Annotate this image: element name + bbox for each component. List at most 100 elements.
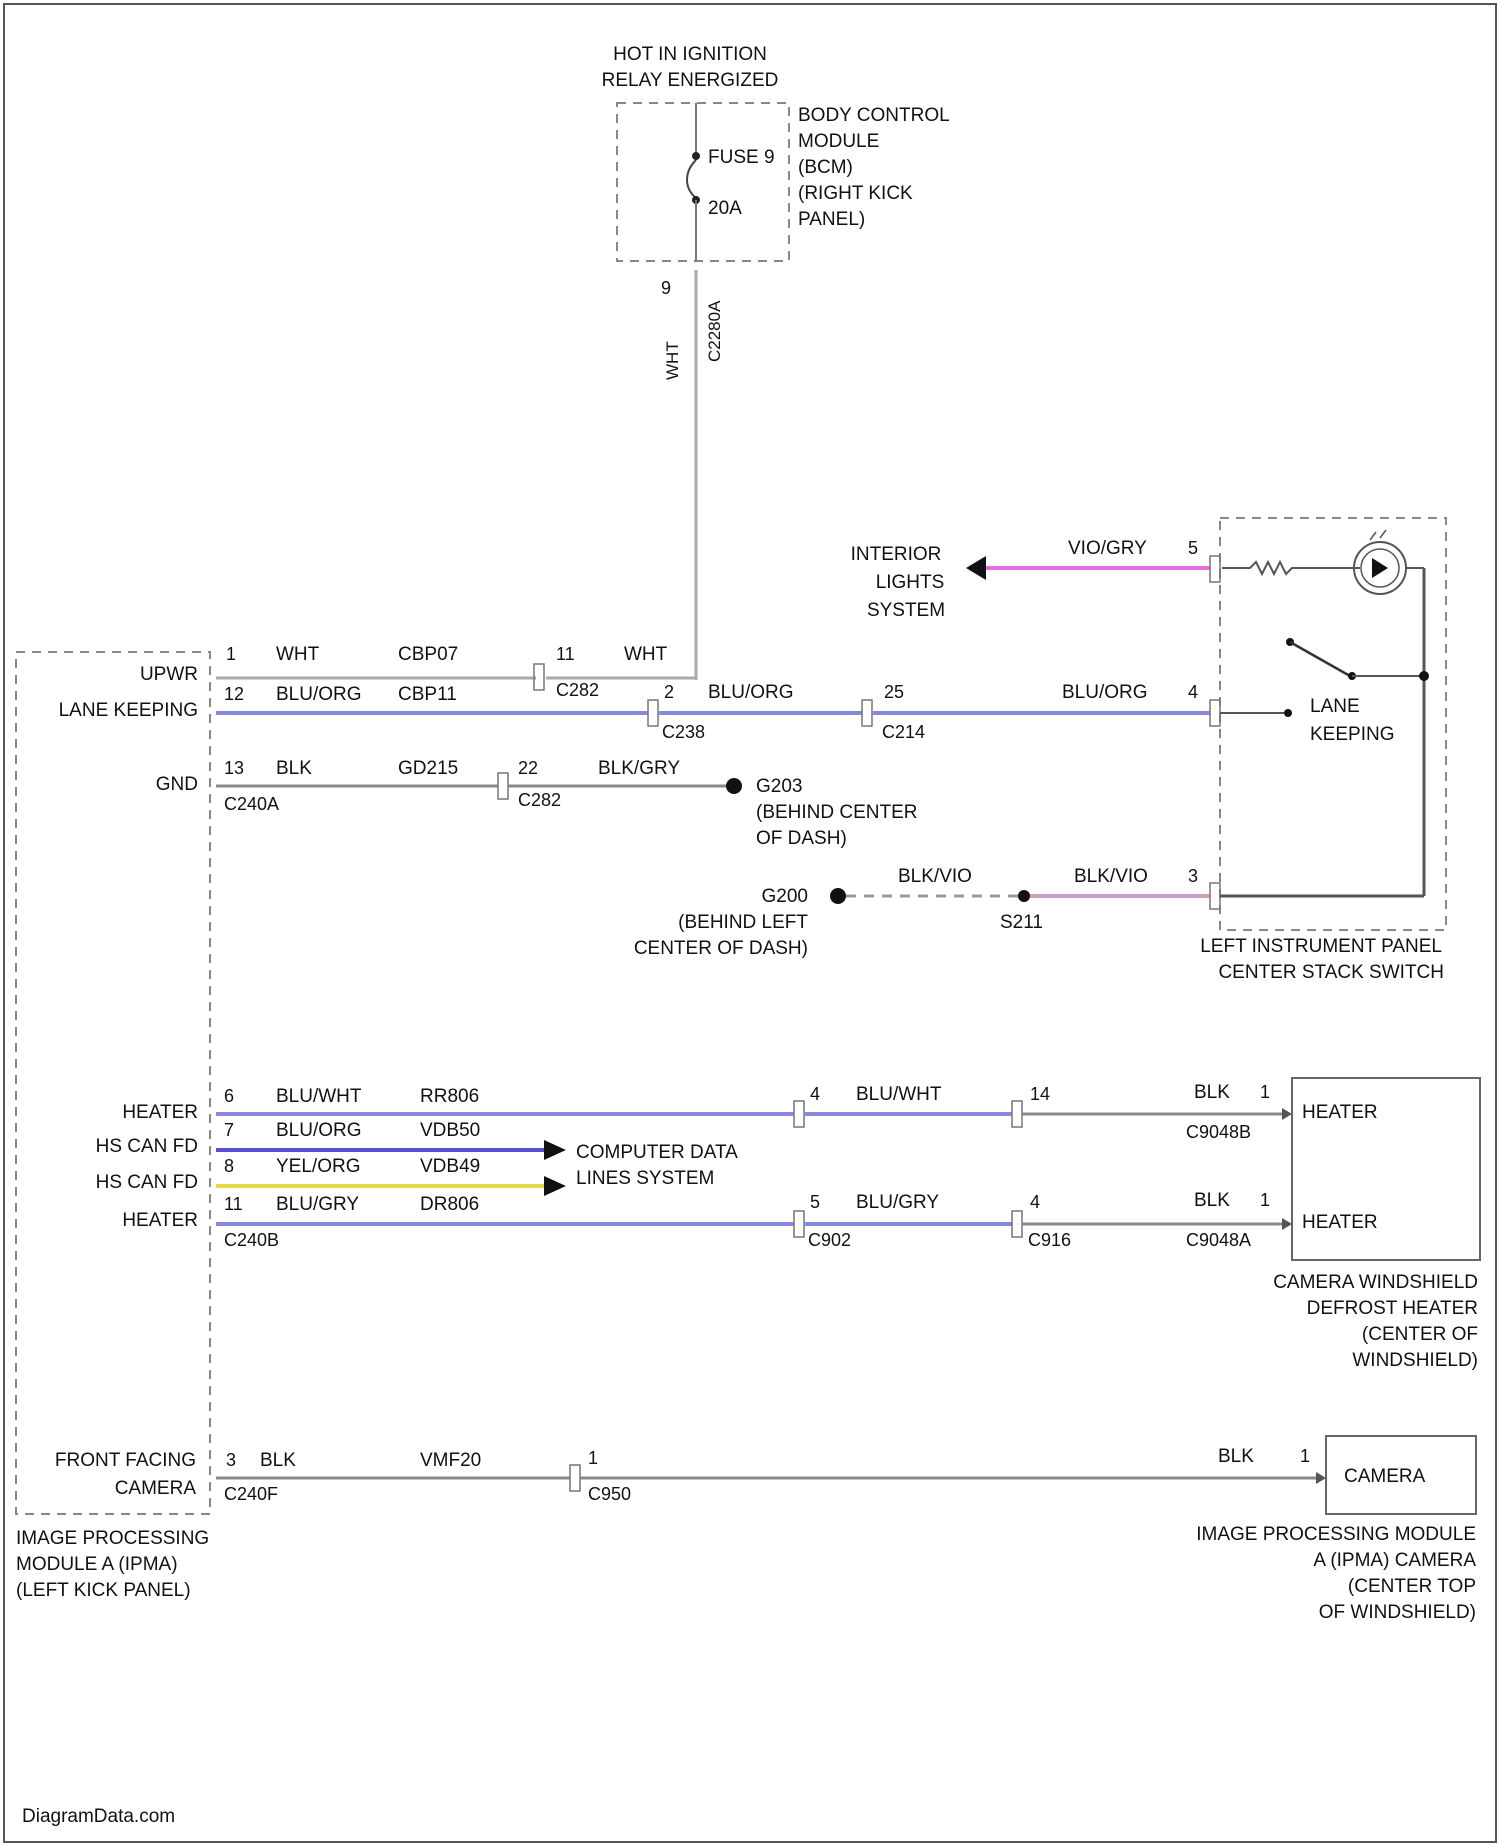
c214-pin: 25 <box>884 682 904 702</box>
ipma-pin-name-camera: FRONT FACING <box>55 1450 196 1471</box>
ipma-connector-camera: C240F <box>224 1484 278 1504</box>
interior-lights-section: INTERIOR LIGHTS SYSTEM VIO/GRY <box>851 538 1210 621</box>
interior-label-line3: SYSTEM <box>867 600 945 621</box>
g200-label-line2: (BEHIND LEFT <box>678 912 808 933</box>
c238-pin: 2 <box>664 682 674 702</box>
heater-can-rows: HEATER 6 BLU/WHT RR806 4 BLU/WHT 14 BLK … <box>96 1078 1480 1371</box>
camera-wire-color: BLK <box>1218 1446 1254 1467</box>
ipma-pin-name-can1: HS CAN FD <box>96 1136 198 1157</box>
switch-pin4: 4 <box>1188 682 1198 702</box>
c238-color: BLU/ORG <box>708 682 794 703</box>
g203-label-line2: (BEHIND CENTER <box>756 802 918 823</box>
c902-upper-color: BLU/WHT <box>856 1084 942 1105</box>
camera-row: FRONT FACING CAMERA 3 BLK VMF20 C240F 1 … <box>55 1436 1476 1623</box>
fuse-symbol <box>687 160 696 198</box>
heater-upper-pin: 1 <box>1260 1082 1270 1102</box>
ipma-wire-color-lane: BLU/ORG <box>276 684 362 705</box>
c238-connector: C238 <box>662 722 705 742</box>
switch-resistor <box>1222 562 1360 574</box>
power-label-line1: HOT IN IGNITION <box>613 44 767 65</box>
heater-lower-pin: 1 <box>1260 1190 1270 1210</box>
switch-lane-line1: LANE <box>1310 696 1360 717</box>
can-label-line2: LINES SYSTEM <box>576 1168 714 1189</box>
heater-label-line1: CAMERA WINDSHIELD <box>1273 1272 1478 1293</box>
ipma-pin-num-upwr: 1 <box>226 644 236 664</box>
s211-right-color: BLK/VIO <box>1074 866 1148 887</box>
ipma-pin-name-can2: HS CAN FD <box>96 1172 198 1193</box>
ipma-pin-num-lane: 12 <box>224 684 244 704</box>
c902-upper-mark <box>794 1101 804 1127</box>
switch-bus-junction <box>1419 671 1429 681</box>
ipma-wire-color-heater-upper: BLU/WHT <box>276 1086 362 1107</box>
bcm-wire-color: WHT <box>663 341 682 380</box>
c916-lower-pin: 4 <box>1030 1192 1040 1212</box>
camera-terminal <box>1316 1472 1326 1484</box>
ipma-wire-color-heater-lower: BLU/GRY <box>276 1194 359 1215</box>
c282-color: WHT <box>624 644 668 665</box>
ipma-pin-num-heater-upper: 6 <box>224 1086 234 1106</box>
switch-label-line1: LEFT INSTRUMENT PANEL <box>1200 936 1442 957</box>
switch-label-line2: CENTER STACK SWITCH <box>1218 962 1444 983</box>
c950-pin: 1 <box>588 1448 598 1468</box>
ipma-pin-num-can1: 7 <box>224 1120 234 1140</box>
ipma-circuit-upwr: CBP07 <box>398 644 458 665</box>
ipma-circuit-heater-upper: RR806 <box>420 1086 479 1107</box>
ipma-circuit-can1: VDB50 <box>420 1120 480 1141</box>
ipma-pin-num-can2: 8 <box>224 1156 234 1176</box>
switch-lane-line2: KEEPING <box>1310 724 1394 745</box>
camera-label-line2: A (IPMA) CAMERA <box>1313 1550 1476 1571</box>
gnd-row: GND 13 BLK GD215 C240A 22 BLK/GRY C282 G… <box>156 758 918 849</box>
switch-blade <box>1290 642 1350 676</box>
c950-connector: C950 <box>588 1484 631 1504</box>
camera-label-line1: IMAGE PROCESSING MODULE <box>1196 1524 1476 1545</box>
camera-label-line4: OF WINDSHIELD) <box>1319 1602 1476 1623</box>
ipma-wire-color-upwr: WHT <box>276 644 320 665</box>
c902-lower-color: BLU/GRY <box>856 1192 939 1213</box>
ipma-wire-color-camera: BLK <box>260 1450 296 1471</box>
g203-ground-point <box>726 778 742 794</box>
heater-lower-color: BLK <box>1194 1190 1230 1211</box>
heater-box-upper: HEATER <box>1302 1102 1378 1123</box>
ipma-circuit-heater-lower: DR806 <box>420 1194 479 1215</box>
ipma-circuit-lane: CBP11 <box>398 684 457 705</box>
bcm-label-line3: (BCM) <box>798 157 853 178</box>
heater-upper-color: BLK <box>1194 1082 1230 1103</box>
can-label-line1: COMPUTER DATA <box>576 1142 738 1163</box>
ipma-pin-num-gnd: 13 <box>224 758 244 778</box>
center-stack-switch: 5 4 LANE KEEPING 3 LEFT INSTRUMENT PANEL… <box>1188 518 1446 983</box>
switch-lamp-rays <box>1370 530 1386 540</box>
ipma-pin-name-upwr: UPWR <box>140 664 198 685</box>
ipma-pin-name-heater-lower: HEATER <box>122 1210 198 1231</box>
ipma-pin-num-camera: 3 <box>226 1450 236 1470</box>
c916-upper-pin: 14 <box>1030 1084 1050 1104</box>
heater-label-line4: WINDSHIELD) <box>1352 1350 1478 1371</box>
c902-connector: C902 <box>808 1230 851 1250</box>
bcm-label-line2: MODULE <box>798 131 879 152</box>
heater-box-lower: HEATER <box>1302 1212 1378 1233</box>
bcm-label-line1: BODY CONTROL <box>798 105 950 126</box>
interior-arrow <box>966 556 986 580</box>
ipma-circuit-can2: VDB49 <box>420 1156 480 1177</box>
c282-connector: C282 <box>556 680 599 700</box>
c214-connector: C214 <box>882 722 925 742</box>
interior-label-line2: LIGHTS <box>876 572 945 593</box>
lane-keeping-row: LANE KEEPING 12 BLU/ORG CBP11 2 BLU/ORG … <box>59 682 1210 742</box>
g200-ground-point <box>830 888 846 904</box>
fuse-name: FUSE 9 <box>708 147 775 168</box>
c214-connector-mark <box>862 700 872 726</box>
c902-lower-mark <box>794 1211 804 1237</box>
bcm-label-line4: (RIGHT KICK <box>798 183 913 204</box>
power-label-line2: RELAY ENERGIZED <box>602 70 779 91</box>
ipma-label-line1: IMAGE PROCESSING <box>16 1528 209 1549</box>
c902-lower-pin: 5 <box>810 1192 820 1212</box>
switch-lamp-diode <box>1372 558 1388 578</box>
ipma-connector-gnd: C240A <box>224 794 279 814</box>
gnd-c282-mark <box>498 773 508 799</box>
bcm-dashed-box <box>617 103 789 261</box>
c916-lower-mark <box>1012 1211 1022 1237</box>
ipma-wire-color-gnd: BLK <box>276 758 312 779</box>
ipma-pin-num-heater-lower: 11 <box>224 1194 243 1214</box>
c902-upper-pin: 4 <box>810 1084 820 1104</box>
gnd-splice-color: BLK/GRY <box>598 758 680 779</box>
